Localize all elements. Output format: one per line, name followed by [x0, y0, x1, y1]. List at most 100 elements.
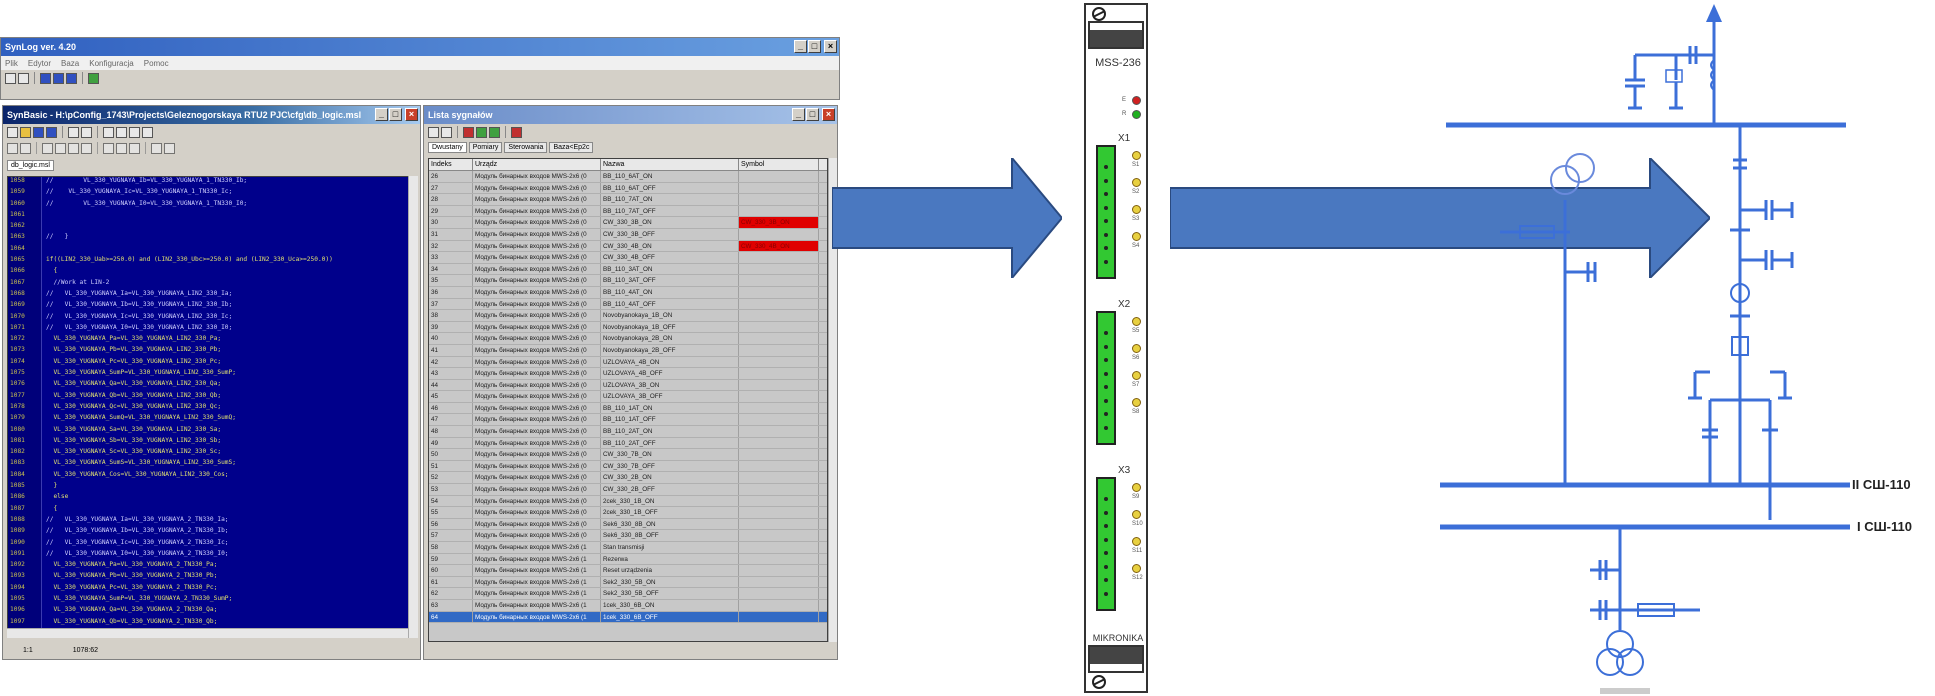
list-icon[interactable]: [53, 72, 64, 84]
menu-item-konfiguracja[interactable]: Konfiguracja: [89, 58, 134, 68]
list-icon[interactable]: [142, 126, 153, 138]
maximize-icon[interactable]: □: [808, 40, 821, 53]
column-header-name[interactable]: Nazwa: [601, 159, 739, 170]
open-folder-icon[interactable]: [20, 126, 31, 138]
tab-sterowania[interactable]: Sterowania: [504, 142, 548, 153]
close-icon[interactable]: ×: [822, 108, 835, 121]
save-all-icon[interactable]: [46, 126, 57, 138]
signal-link-icon[interactable]: [489, 126, 500, 138]
column-header-index[interactable]: Indeks: [429, 159, 473, 170]
close-icon[interactable]: ×: [405, 108, 418, 121]
menu-item-plik[interactable]: Plik: [5, 58, 18, 68]
minimize-icon[interactable]: _: [792, 108, 805, 121]
undo-icon[interactable]: [7, 142, 18, 154]
maximize-icon[interactable]: □: [806, 108, 819, 121]
cut-icon[interactable]: [116, 142, 127, 154]
synlog-title-bar[interactable]: SynLog ver. 4.20 _ □ ×: [1, 38, 839, 56]
new-file-icon[interactable]: [7, 126, 18, 138]
maximize-icon[interactable]: □: [389, 108, 402, 121]
menu-item-edytor[interactable]: Edytor: [27, 58, 52, 68]
help-icon[interactable]: [164, 142, 175, 154]
synbasic-title-bar[interactable]: SynBasic - H:\pConfig_1743\Projects\Gele…: [3, 106, 420, 124]
menu-item-pomoc[interactable]: Pomoc: [143, 58, 169, 68]
redo-icon[interactable]: [20, 142, 31, 154]
open-icon[interactable]: [5, 72, 16, 84]
editor-horizontal-scrollbar[interactable]: [7, 628, 408, 638]
minimize-icon[interactable]: _: [794, 40, 807, 53]
flag-icon[interactable]: [511, 126, 522, 138]
minimize-icon[interactable]: _: [375, 108, 388, 121]
save-icon[interactable]: [33, 126, 44, 138]
paste-icon[interactable]: [129, 142, 140, 154]
check-icon[interactable]: [116, 126, 127, 138]
grid-icon[interactable]: [66, 72, 77, 84]
table-vertical-scrollbar[interactable]: [828, 158, 837, 642]
signal-icon[interactable]: [463, 126, 474, 138]
preview-icon[interactable]: [81, 126, 92, 138]
edit-icon[interactable]: [428, 126, 439, 138]
network-icon[interactable]: [88, 72, 99, 84]
code-editor[interactable]: 1058// VL_330_YUGNAYA_Ib=VL_330_YUGNAYA_…: [7, 176, 412, 638]
tab-pomiary[interactable]: Pomiary: [468, 142, 503, 153]
find-icon[interactable]: [42, 142, 53, 154]
column-header-device[interactable]: Urządz: [473, 159, 601, 170]
column-header-symbol[interactable]: Symbol: [739, 159, 819, 170]
replace-icon[interactable]: [68, 142, 79, 154]
tab-dwustany[interactable]: Dwustany: [428, 142, 467, 153]
close-icon[interactable]: ×: [824, 40, 837, 53]
menu-item-baza[interactable]: Baza: [61, 58, 80, 68]
stop-icon[interactable]: [129, 126, 140, 138]
signal-add-icon[interactable]: [476, 126, 487, 138]
copy-icon[interactable]: [103, 142, 114, 154]
compile-icon[interactable]: [103, 126, 114, 138]
grid-icon[interactable]: [441, 126, 452, 138]
tab-baza[interactable]: Baza<Ep2c: [549, 142, 594, 153]
goto-icon[interactable]: [81, 142, 92, 154]
signals-title-bar[interactable]: Lista sygnałów _ □ ×: [424, 106, 837, 124]
bookmark-icon[interactable]: [151, 142, 162, 154]
save-icon[interactable]: [18, 72, 29, 84]
find-next-icon[interactable]: [55, 142, 66, 154]
print-icon[interactable]: [68, 126, 79, 138]
editor-vertical-scrollbar[interactable]: [408, 176, 418, 638]
